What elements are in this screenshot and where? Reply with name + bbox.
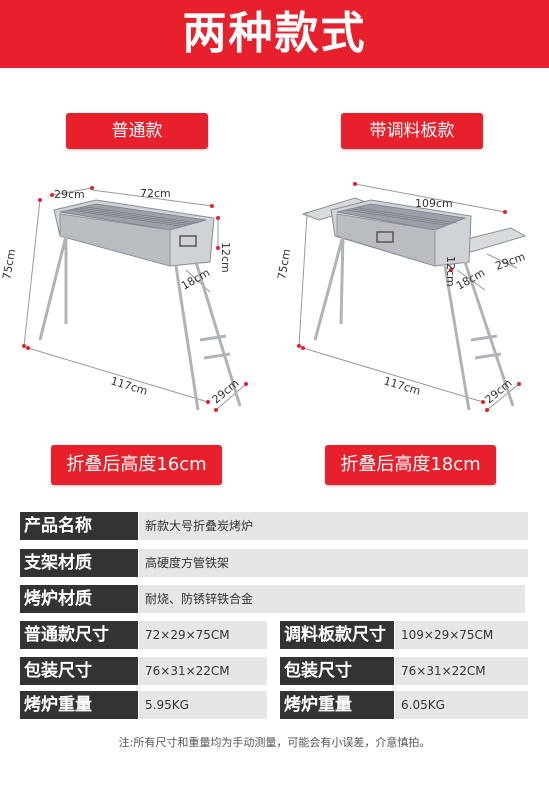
dim-length: 109cm: [415, 197, 453, 210]
dim-height: 75cm: [0, 248, 18, 281]
spec-label-product-name: 产品名称: [20, 512, 138, 540]
grill-standard-image: 29cm 72cm 12cm 75cm 18cm 117cm 29cm: [0, 186, 248, 412]
spec-value-board-size: 109×29×75CM: [395, 621, 528, 649]
spec-value-weight-right: 6.05KG: [395, 691, 528, 719]
spec-value-standard-size: 72×29×75CM: [139, 621, 267, 649]
style-label-standard: 普通款: [66, 113, 208, 149]
dim-length: 72cm: [140, 187, 171, 200]
spec-value-pack-size-right: 76×31×22CM: [395, 657, 528, 685]
dim-depth: 12cm: [444, 256, 457, 287]
spec-label-stand-material: 支架材质: [20, 549, 138, 577]
fold-height-seasoning-board: 折叠后高度18cm: [325, 445, 496, 485]
spec-value-product-name: 新款大号折叠炭烤炉: [139, 512, 528, 540]
spec-value-stand-material: 高硬度方管铁架: [139, 549, 528, 577]
spec-label-board-size: 调料板款尺寸: [280, 621, 394, 649]
spec-value-weight-left: 5.95KG: [139, 691, 267, 719]
dim-leg: 18cm: [454, 266, 487, 293]
fold-height-standard: 折叠后高度16cm: [51, 445, 222, 485]
dim-width-top: 29cm: [54, 188, 85, 201]
spec-label-weight-right: 烤炉重量: [280, 691, 394, 719]
spec-label-pack-size-left: 包装尺寸: [20, 657, 138, 685]
spec-label-stove-material: 烤炉材质: [20, 585, 138, 613]
page-title: 两种款式: [182, 8, 367, 59]
dim-depth: 12cm: [219, 242, 232, 273]
header-banner: 两种款式: [0, 0, 549, 68]
spec-label-standard-size: 普通款尺寸: [20, 621, 138, 649]
dim-width-side: 29cm: [494, 250, 527, 273]
dim-leg: 18cm: [179, 266, 212, 293]
spec-value-stove-material: 耐烧、防锈锌铁合金: [139, 585, 525, 613]
grill-seasoning-board-image: 109cm 12cm 29cm 75cm 18cm 117cm 29cm: [275, 182, 527, 412]
style-label-seasoning-board: 带调料板款: [341, 113, 483, 149]
dim-height: 75cm: [275, 248, 293, 281]
spec-label-pack-size-right: 包装尺寸: [280, 657, 394, 685]
spec-label-weight-left: 烤炉重量: [20, 691, 138, 719]
spec-value-pack-size-left: 76×31×22CM: [139, 657, 267, 685]
measurement-note: 注:所有尺寸和重量均为手动测量，可能会有小误差，介意慎拍。: [118, 736, 431, 749]
